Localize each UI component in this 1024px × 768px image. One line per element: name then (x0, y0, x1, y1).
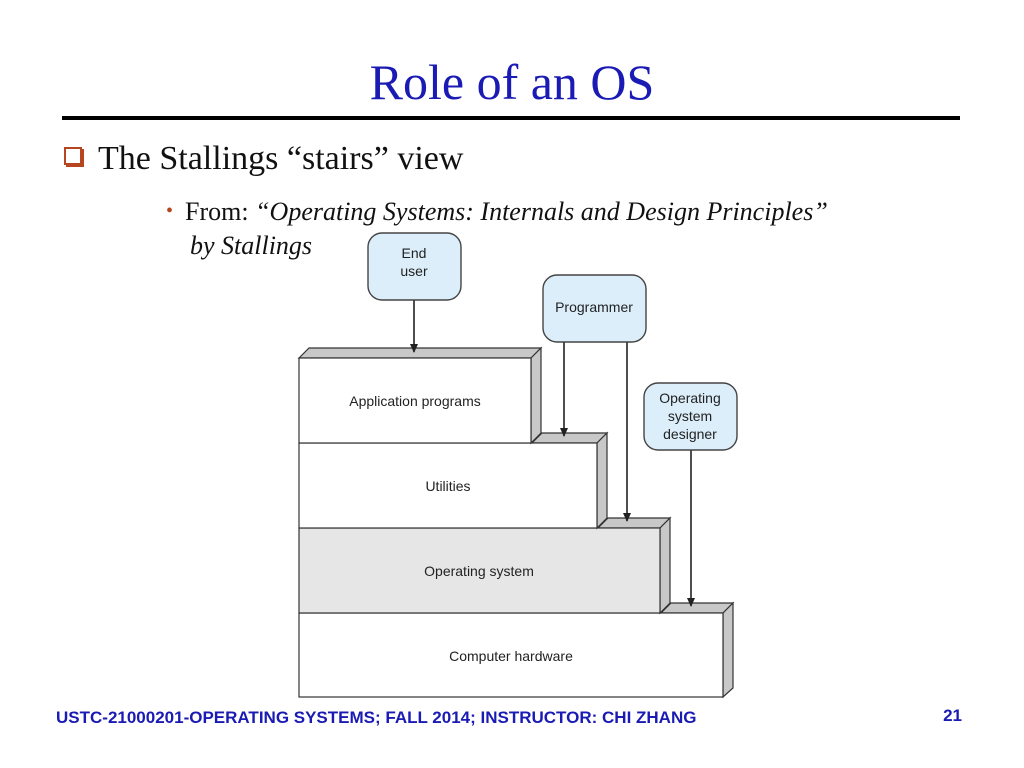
layer-computer-hardware: Computer hardware (298, 601, 735, 699)
sub-bullet-source: “Operating Systems: Internals and Design… (255, 197, 828, 226)
footer-course: USTC-21000201-OPERATING SYSTEMS; FALL 20… (56, 708, 697, 727)
os-designer-label-line2: system (668, 408, 712, 424)
dot-bullet-icon: • (166, 200, 174, 222)
actor-os-designer: Operating system designer (643, 382, 738, 451)
sub-bullet: • From: “Operating Systems: Internals and… (166, 194, 966, 263)
label-computer-hardware: Computer hardware (449, 648, 573, 664)
actor-programmer: Programmer (542, 274, 647, 343)
layer-operating-system: Operating system (298, 516, 672, 615)
bullet-item: The Stallings “stairs” view (64, 140, 463, 178)
label-application-programs: Application programs (349, 393, 481, 409)
sub-bullet-source-author: by Stallings (190, 231, 313, 260)
end-user-label-line1: End (402, 245, 427, 261)
label-utilities: Utilities (425, 478, 470, 494)
layer-utilities: Utilities (298, 431, 609, 530)
end-user-label-line2: user (400, 263, 428, 279)
slide-title: Role of an OS (369, 54, 655, 110)
programmer-label: Programmer (555, 299, 633, 315)
bullet-text: The Stallings “stairs” view (98, 140, 464, 177)
sub-bullet-prefix: From: (185, 197, 256, 226)
page-number: 21 (943, 706, 962, 725)
os-designer-label-line3: designer (663, 426, 717, 442)
square-bullet-icon (64, 147, 82, 165)
os-designer-label-line1: Operating (659, 390, 720, 406)
title-divider (62, 116, 960, 120)
label-operating-system: Operating system (424, 563, 534, 579)
layer-application-programs: Application programs (297, 346, 543, 445)
actor-end-user: End user (367, 232, 462, 301)
